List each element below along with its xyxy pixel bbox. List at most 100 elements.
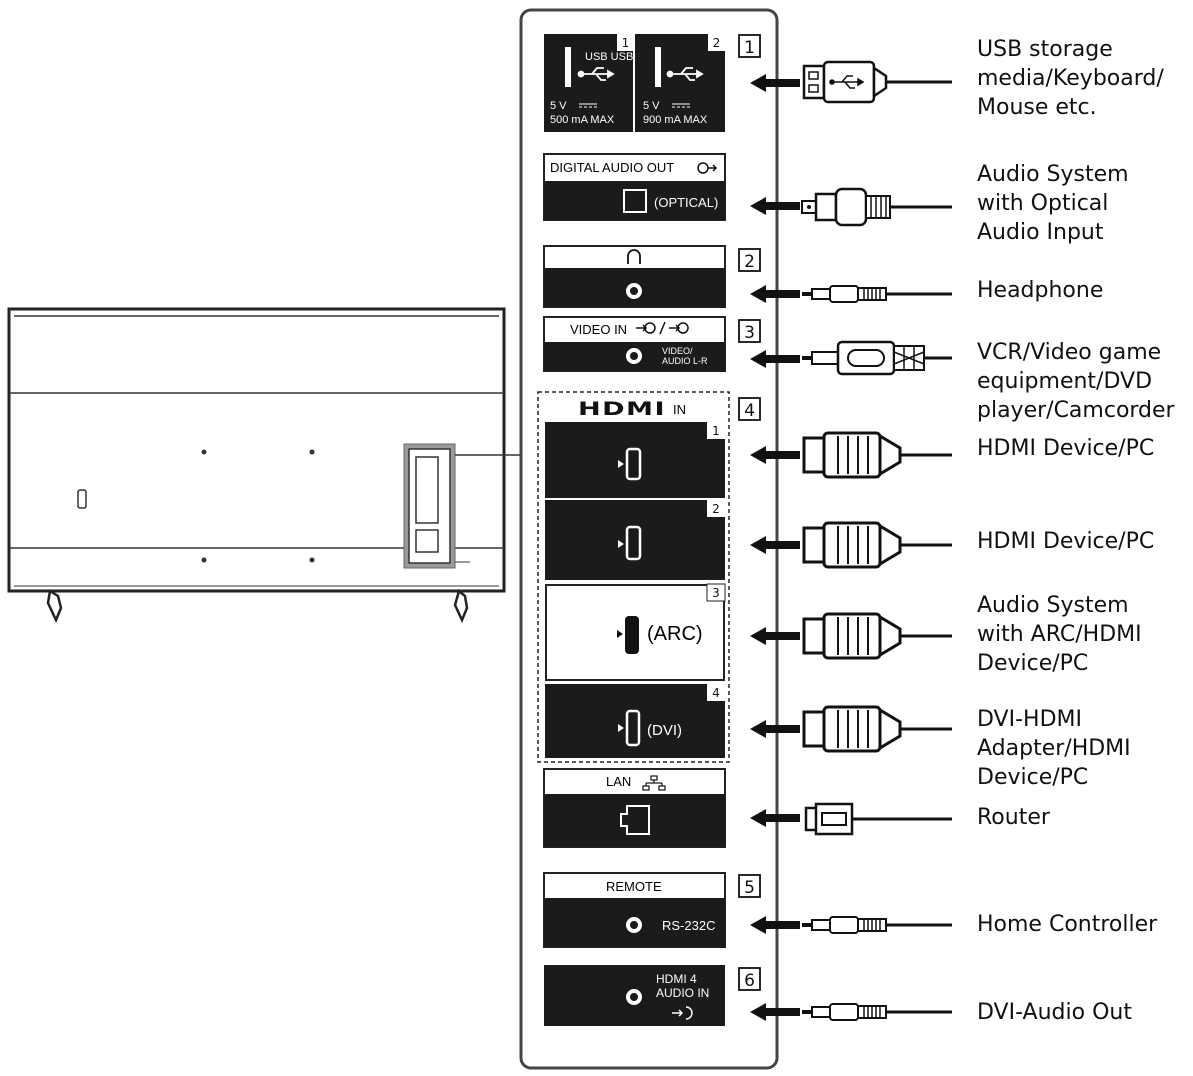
hdmi-socket[interactable] xyxy=(625,616,639,654)
badge-3: 3 xyxy=(738,319,761,343)
arc-label: (ARC) xyxy=(647,623,703,645)
remote-label: REMOTE xyxy=(606,879,662,894)
headphone-jack[interactable] xyxy=(626,283,642,299)
label-hdmi4: DVI-HDMI Adapter/HDMI Device/PC xyxy=(977,707,1131,790)
svg-text:with Optical: with Optical xyxy=(977,191,1108,216)
rs232c-label: RS-232C xyxy=(662,918,715,933)
usb-icon xyxy=(577,67,615,81)
hdmi-port-1[interactable]: 1 xyxy=(545,422,725,498)
svg-text:USB storage: USB storage xyxy=(977,37,1113,62)
remote-port[interactable]: REMOTE RS-232C xyxy=(543,872,726,948)
svg-text:Adapter/HDMI: Adapter/HDMI xyxy=(977,736,1131,761)
usb-ports[interactable]: 1 2 USB USB 5 V 500 mA MAX 5 V 900 mA MA… xyxy=(544,34,725,132)
headphone-plug-icon xyxy=(802,284,952,304)
dvi-label: (DVI) xyxy=(647,722,682,739)
label-hdmi3: Audio System with ARC/HDMI Device/PC xyxy=(977,593,1142,676)
hdmi-socket[interactable] xyxy=(625,447,642,481)
usb-port1-voltage: 5 V xyxy=(550,100,567,112)
svg-text:with ARC/HDMI: with ARC/HDMI xyxy=(977,622,1142,647)
badge-1: 1 xyxy=(738,34,761,58)
label-optical-audio-system: Audio System with Optical Audio Input xyxy=(977,162,1129,245)
hdmi4-audio-in-port[interactable]: HDMI 4 AUDIO IN xyxy=(544,965,725,1026)
headphone-icon xyxy=(627,249,641,264)
label-usb-devices: USB storage media/Keyboard/ Mouse etc. xyxy=(977,37,1164,120)
hdmi3-plug-icon xyxy=(802,612,952,660)
label-hdmi2: HDMI Device/PC xyxy=(977,529,1154,554)
hdmi-socket[interactable] xyxy=(625,525,642,561)
badge-2: 2 xyxy=(738,248,761,272)
tv-stand-right xyxy=(453,588,469,624)
usb-port2-slot[interactable] xyxy=(655,47,661,87)
svg-text:2: 2 xyxy=(744,252,755,272)
tv-rear-view xyxy=(7,307,520,624)
badge-5: 5 xyxy=(738,874,761,898)
svg-text:Mouse etc.: Mouse etc. xyxy=(977,95,1097,120)
badges: 1 2 3 4 5 6 xyxy=(738,34,761,991)
svg-text:Audio System: Audio System xyxy=(977,593,1129,618)
hdmi4-plug-icon xyxy=(802,705,952,753)
optical-plug-icon xyxy=(801,187,952,227)
label-dvi-audio-out: DVI-Audio Out xyxy=(977,1000,1132,1025)
label-router: Router xyxy=(977,805,1051,830)
hdmi-port-4-dvi[interactable]: 4 (DVI) xyxy=(545,684,725,758)
svg-text:Device/PC: Device/PC xyxy=(977,765,1088,790)
headphone-port[interactable] xyxy=(543,245,726,308)
terminal-highlight xyxy=(403,443,520,569)
hdmi2-plug-icon xyxy=(802,521,952,569)
svg-text:equipment/DVD: equipment/DVD xyxy=(977,369,1152,394)
usb-port2-current: 900 mA MAX xyxy=(643,114,708,126)
svg-text:Audio Input: Audio Input xyxy=(977,220,1104,245)
svg-text:5: 5 xyxy=(744,878,755,898)
hdmi-in-label: IN xyxy=(673,402,686,417)
hdmi-port-number: 4 xyxy=(712,686,720,700)
hdmi-socket[interactable] xyxy=(625,709,641,747)
svg-text:1: 1 xyxy=(744,38,755,58)
svg-text:media/Keyboard/: media/Keyboard/ xyxy=(977,66,1164,91)
svg-text:Audio System: Audio System xyxy=(977,162,1129,187)
video-in-label: VIDEO IN xyxy=(570,322,627,337)
svg-text:DVI-HDMI: DVI-HDMI xyxy=(977,707,1082,732)
usb-port1-slot[interactable] xyxy=(565,47,571,87)
hdmi-port-2[interactable]: 2 xyxy=(545,500,725,580)
lan-plug-icon xyxy=(804,802,952,836)
svg-text:4: 4 xyxy=(744,401,755,421)
label-home-controller: Home Controller xyxy=(977,912,1158,937)
digital-audio-out-port[interactable]: DIGITAL AUDIO OUT (OPTICAL) xyxy=(543,153,726,221)
video-in-sub1: VIDEO/ xyxy=(662,346,693,356)
network-icon xyxy=(642,775,666,791)
hdmi-port-3-arc[interactable]: 3 (ARC) xyxy=(545,583,726,681)
svg-text:player/Camcorder: player/Camcorder xyxy=(977,398,1176,423)
hdmi-in-group: HDMI IN 1 2 3 (ARC) xyxy=(537,391,730,763)
svg-text:VCR/Video game: VCR/Video game xyxy=(977,340,1161,365)
lan-port[interactable]: LAN xyxy=(543,768,726,848)
input-icon xyxy=(672,1006,693,1020)
badge-6: 6 xyxy=(738,967,761,991)
hdmi1-plug-icon xyxy=(802,431,952,479)
video-in-port[interactable]: VIDEO IN VIDEO/ AUDIO L-R xyxy=(543,316,726,372)
label-hdmi1: HDMI Device/PC xyxy=(977,436,1154,461)
video-in-sub2: AUDIO L-R xyxy=(662,356,708,366)
plugs xyxy=(801,60,952,1022)
home-controller-plug-icon xyxy=(802,915,952,935)
svg-text:3: 3 xyxy=(744,323,755,343)
hdmi4-audio-jack[interactable] xyxy=(626,989,642,1005)
device-labels: USB storage media/Keyboard/ Mouse etc. A… xyxy=(977,37,1176,1025)
ethernet-socket[interactable] xyxy=(620,805,650,835)
optical-socket[interactable] xyxy=(623,189,647,213)
hdmi-port-number: 2 xyxy=(712,502,720,516)
video-in-jack[interactable] xyxy=(626,348,642,364)
svg-text:6: 6 xyxy=(744,971,755,991)
label-vcr: VCR/Video game equipment/DVD player/Camc… xyxy=(977,340,1176,423)
input-icon xyxy=(636,321,689,335)
usb-port-label: USB USB xyxy=(585,51,633,63)
hdmi4-audio-line1: HDMI 4 xyxy=(656,972,697,986)
digital-audio-out-label: DIGITAL AUDIO OUT xyxy=(550,160,674,175)
tv-stand-left xyxy=(46,588,63,624)
av-plug-icon xyxy=(802,340,952,376)
optical-label: (OPTICAL) xyxy=(654,195,718,210)
hdmi4-audio-line2: AUDIO IN xyxy=(656,986,709,1000)
usb-port2-voltage: 5 V xyxy=(643,100,660,112)
rs232c-jack[interactable] xyxy=(626,917,642,933)
lan-label: LAN xyxy=(606,774,631,789)
